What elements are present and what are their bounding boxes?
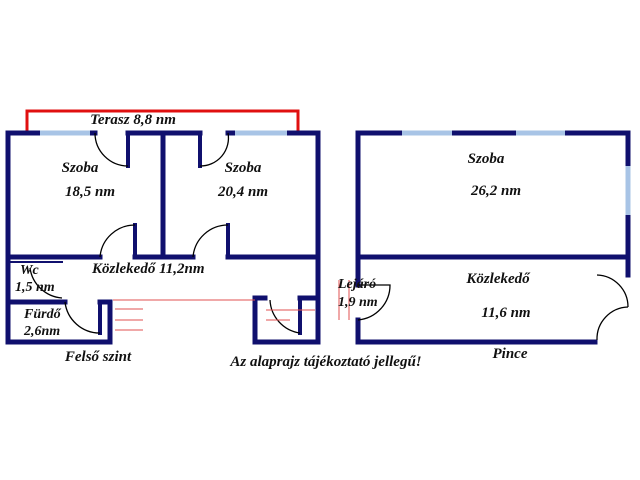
- room-name: Fürdő: [23, 307, 62, 322]
- door-arc: [596, 274, 629, 308]
- room-name: Szoba: [468, 151, 505, 167]
- room-area: 11,6 nm: [481, 305, 530, 321]
- room-area: 18,5 nm: [65, 184, 115, 200]
- door-arc: [199, 132, 230, 167]
- disclaimer: Az alaprajz tájékoztató jellegű!: [229, 354, 421, 370]
- door-arc: [99, 224, 136, 258]
- terrace-outline: [25, 109, 300, 133]
- room-name: Szoba: [225, 160, 262, 176]
- room-name: Szoba: [62, 160, 99, 176]
- upper-walls: [5, 130, 321, 345]
- room-area: 20,4 nm: [217, 184, 268, 200]
- door-arc: [64, 301, 101, 334]
- basement-walls: [355, 130, 631, 345]
- door-arc: [269, 299, 301, 334]
- terrace-label: Terasz 8,8 nm: [90, 112, 176, 128]
- floor-title: Pince: [493, 346, 528, 362]
- room-area: 1,5 nm: [15, 280, 55, 295]
- basement-plan: Szoba 26,2 nm Közlekedő 11,6 nm Lejáró 1…: [337, 130, 631, 362]
- stairs: [113, 299, 315, 331]
- room-name: Wc: [20, 263, 39, 278]
- room-area: 2,6nm: [23, 324, 60, 339]
- door-arc: [596, 306, 629, 341]
- room-area: 26,2 nm: [470, 183, 521, 199]
- room-name: Lejáró: [337, 277, 376, 292]
- room-name: Közlekedő 11,2nm: [91, 261, 205, 277]
- door-arc: [357, 284, 391, 321]
- door-arc: [192, 224, 229, 258]
- upper-floor-plan: Terasz 8,8 nm Szoba 18,5 nm Szoba 20,4 n…: [5, 109, 321, 365]
- floor-title: Felső szint: [64, 349, 132, 365]
- room-name: Közlekedő: [465, 271, 531, 287]
- door-arc: [29, 267, 63, 299]
- room-area: 1,9 nm: [338, 295, 378, 310]
- door-arc: [94, 132, 129, 167]
